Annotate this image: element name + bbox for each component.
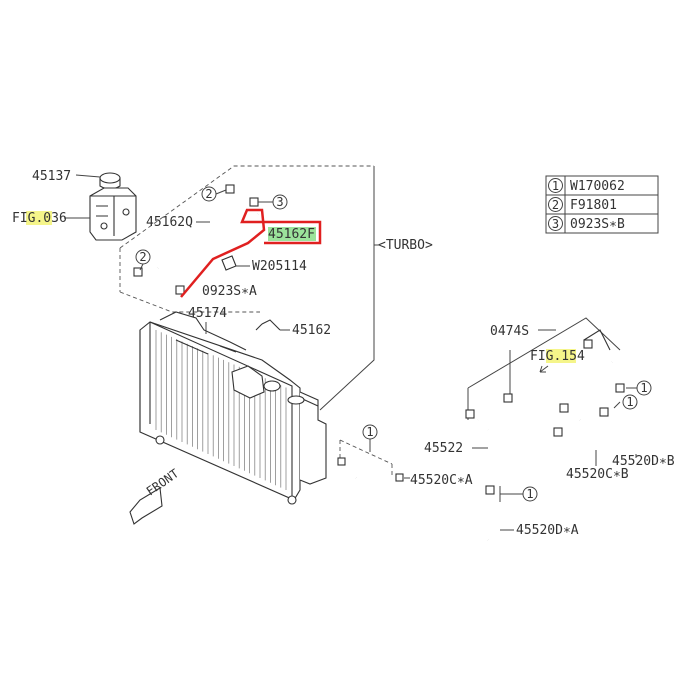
highlight-outline-45162F	[180, 208, 322, 298]
label-45162Q: 45162Q	[146, 215, 193, 230]
legend-num-2: 2	[552, 198, 559, 212]
label-45174: 45174	[188, 306, 227, 321]
callout-1-right-top: 1	[640, 381, 647, 395]
label-fig154[interactable]: FIG.154	[530, 349, 585, 364]
label-45162: 45162	[292, 323, 331, 338]
callout-1-lower-left: 1	[366, 425, 373, 439]
legend-table: 1 W170062 2 F91801 3 0923S∗B	[545, 175, 659, 234]
label-45520D-B: 45520D∗B	[612, 454, 675, 469]
label-turbo: <TURBO>	[378, 238, 433, 253]
legend-code-3: 0923S∗B	[570, 217, 625, 232]
fig036-highlight	[26, 211, 52, 225]
reservoir-tank	[89, 172, 137, 241]
hose-45162Q	[156, 201, 253, 270]
label-fig036[interactable]: FIG.036	[12, 211, 67, 226]
label-front: FRONT	[144, 466, 182, 498]
legend-num-3: 3	[552, 217, 559, 231]
label-0474S: 0474S	[490, 324, 529, 339]
callout-1-right-mid: 1	[626, 395, 633, 409]
label-45520D-A: 45520D∗A	[516, 523, 579, 538]
label-0923S-A: 0923S∗A	[202, 284, 257, 299]
hose-45162F	[177, 211, 260, 292]
radiator	[139, 311, 327, 505]
oil-cooler-hoses	[337, 457, 500, 542]
callout-1-right-bottom: 1	[526, 487, 533, 501]
label-45137: 45137	[32, 169, 71, 184]
label-45520C-B: 45520C∗B	[566, 467, 629, 482]
legend-num-1: 1	[552, 179, 559, 193]
front-arrow-icon	[129, 487, 163, 525]
callout-3: 3	[276, 195, 283, 209]
label-45520C-A: 45520C∗A	[410, 473, 473, 488]
pipe-assembly	[465, 329, 638, 495]
label-45522: 45522	[424, 441, 463, 456]
part-45162F-highlight	[268, 227, 316, 241]
legend-code-1: W170062	[570, 179, 625, 194]
legend-code-2: F91801	[570, 198, 617, 213]
callout-2-upper: 2	[205, 187, 212, 201]
label-W205114: W205114	[252, 259, 307, 274]
fig154-highlight	[546, 349, 576, 363]
callout-2-lower: 2	[139, 250, 146, 264]
label-45162F[interactable]: 45162F	[268, 227, 315, 242]
